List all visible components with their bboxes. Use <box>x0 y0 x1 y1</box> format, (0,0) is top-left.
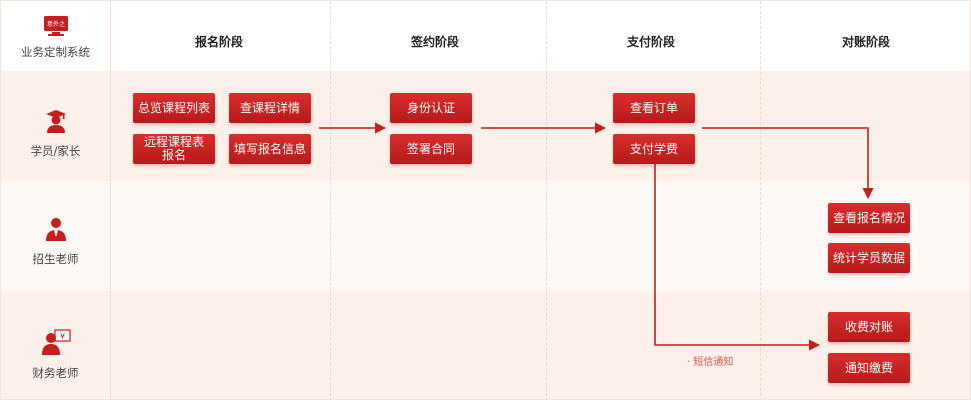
fill-info-button[interactable]: 填写报名信息 <box>229 134 311 164</box>
arrow-pay-to-reconcile <box>654 164 821 351</box>
pay-fee-button[interactable]: 支付学费 <box>613 134 695 164</box>
identity-verify-button[interactable]: 身份认证 <box>390 93 472 123</box>
remote-schedule-enroll-button[interactable]: 远程课程表 报名 <box>133 134 215 164</box>
collect-reconcile-button[interactable]: 收费对账 <box>828 312 910 342</box>
monitor-logo-icon: 意外之 <box>43 16 68 36</box>
role-finance: ¥ 财务老师 <box>1 329 110 381</box>
view-order-button[interactable]: 查看订单 <box>613 93 695 123</box>
graduate-user-icon <box>45 110 66 133</box>
sign-contract-button[interactable]: 签署合同 <box>390 134 472 164</box>
stage-title-pay: 支付阶段 <box>626 35 675 49</box>
role-student: 学员/家长 <box>1 109 110 159</box>
system-header: 意外之 业务定制系统 <box>1 15 110 60</box>
stage-divider <box>760 1 761 399</box>
course-detail-button[interactable]: 查课程详情 <box>229 93 311 123</box>
stage-divider <box>330 1 331 399</box>
browse-courses-button[interactable]: 总览课程列表 <box>133 93 215 123</box>
system-title: 业务定制系统 <box>21 45 90 59</box>
header-row <box>1 1 970 71</box>
remote-schedule-line2: 报名 <box>161 148 186 162</box>
stage-title-enroll: 报名阶段 <box>194 35 243 49</box>
role-student-label: 学员/家长 <box>30 144 81 158</box>
stage-divider <box>546 1 547 399</box>
logo-text: 意外之 <box>46 20 64 28</box>
role-recruiter: 招生老师 <box>1 217 110 267</box>
role-recruiter-label: 招生老师 <box>32 252 79 266</box>
recruiter-row <box>1 181 970 291</box>
notify-payment-button[interactable]: 通知缴费 <box>828 353 910 383</box>
role-finance-label: 财务老师 <box>32 366 79 380</box>
finance-user-icon: ¥ <box>41 329 71 355</box>
stage-title-sign: 签约阶段 <box>410 35 459 49</box>
remote-schedule-line1: 远程课程表 <box>143 135 204 149</box>
sms-notify-note: · 短信通知 <box>687 357 734 368</box>
role-column-divider <box>110 1 111 399</box>
arrow-order-to-enroll-status <box>702 127 874 200</box>
view-enrollment-button[interactable]: 查看报名情况 <box>828 203 910 233</box>
svg-text:¥: ¥ <box>59 332 64 341</box>
stage-title-reconcile: 对账阶段 <box>841 35 890 49</box>
teacher-user-icon <box>45 218 66 241</box>
student-stats-button[interactable]: 统计学员数据 <box>828 243 910 273</box>
